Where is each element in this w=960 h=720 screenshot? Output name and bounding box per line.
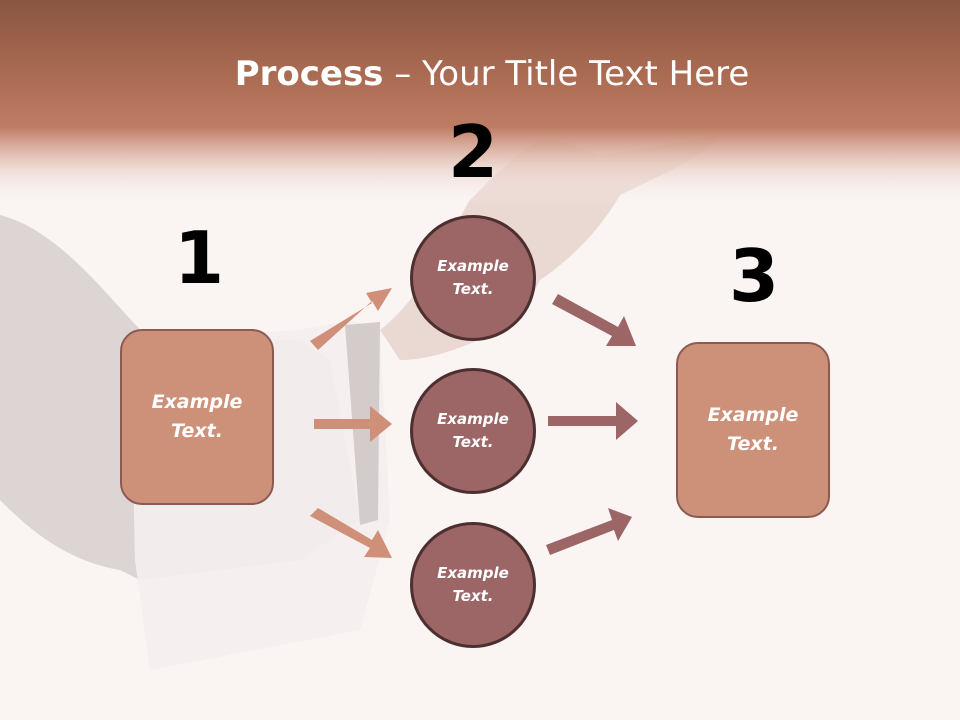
arrow-to-middle-circle bbox=[314, 406, 392, 442]
right-box-label: Example Text. bbox=[707, 404, 799, 455]
title-bold-text: Process bbox=[234, 54, 384, 94]
slide-title: Process – Your Title Text Here bbox=[0, 52, 960, 96]
header-band bbox=[0, 0, 960, 205]
title-rest-text: – Your Title Text Here bbox=[383, 54, 750, 94]
right-box[interactable]: Example Text. bbox=[676, 342, 830, 518]
step-number-1: 1 bbox=[173, 216, 225, 300]
circle-middle-label: Example Text. bbox=[437, 410, 509, 451]
arrow-from-top-circle bbox=[552, 294, 636, 346]
step-number-3: 3 bbox=[728, 234, 780, 318]
arrow-to-bottom-circle bbox=[310, 508, 392, 558]
circle-top[interactable]: Example Text. bbox=[410, 215, 536, 341]
arrow-to-top-circle bbox=[310, 288, 392, 350]
arrow-from-middle-circle bbox=[548, 402, 638, 440]
circle-bottom[interactable]: Example Text. bbox=[410, 522, 536, 648]
step-number-2: 2 bbox=[447, 110, 499, 194]
arrow-from-bottom-circle bbox=[546, 508, 632, 555]
left-box[interactable]: Example Text. bbox=[120, 329, 274, 505]
circle-middle[interactable]: Example Text. bbox=[410, 368, 536, 494]
circle-bottom-label: Example Text. bbox=[437, 564, 509, 605]
circle-top-label: Example Text. bbox=[437, 257, 509, 298]
left-box-label: Example Text. bbox=[151, 391, 243, 442]
